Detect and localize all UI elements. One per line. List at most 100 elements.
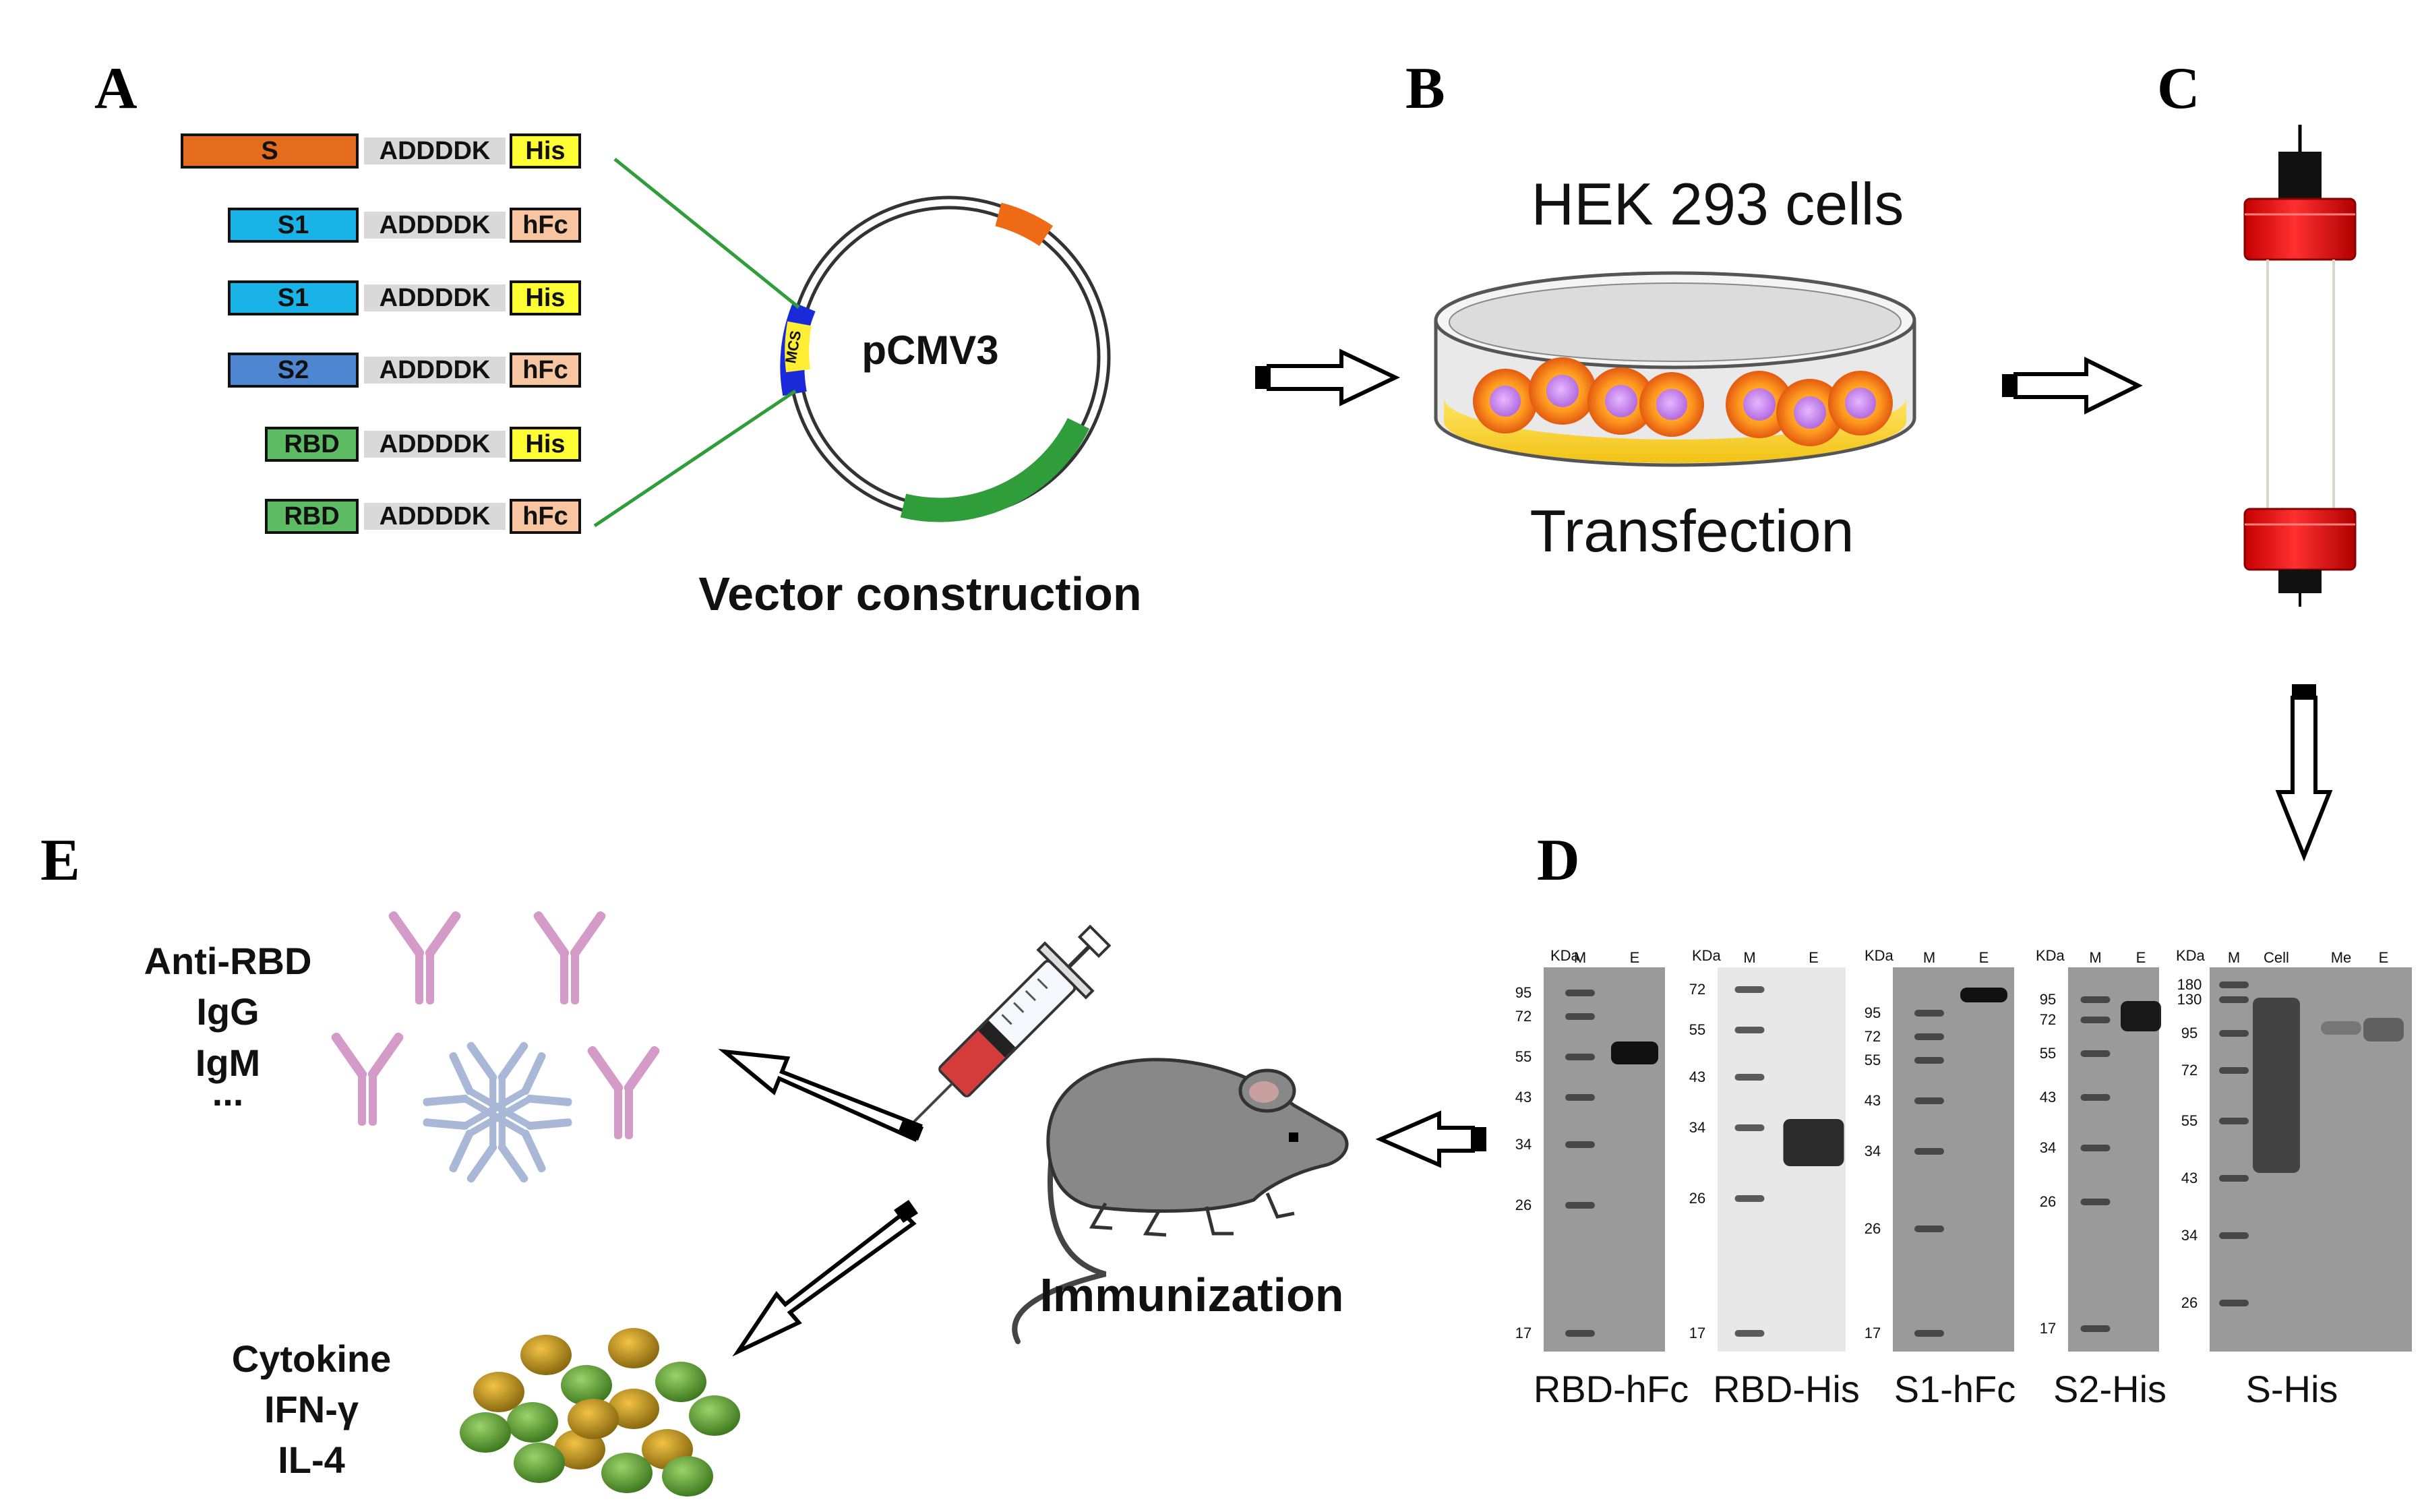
cytokine-bead: [601, 1453, 653, 1493]
lane-label: Cell: [2264, 949, 2289, 966]
lane-label: E: [2379, 949, 2389, 966]
lane-label: E: [1809, 949, 1819, 966]
kda-label: KDa: [2176, 947, 2206, 964]
protein-band: [2363, 1018, 2404, 1041]
cytokine-bead: [561, 1365, 612, 1405]
antigen-segment: [228, 280, 359, 315]
tag-label: His: [525, 137, 565, 165]
marker-label: 17: [1689, 1325, 1705, 1341]
ladder-band: [1914, 1226, 1944, 1232]
marker-label: 26: [1865, 1220, 1881, 1237]
antigen-segment: [181, 133, 359, 169]
blot-caption: S2-His: [2053, 1368, 2167, 1410]
blot-caption: S1-hFc: [1894, 1368, 2016, 1410]
marker-label: 55: [2040, 1045, 2056, 1062]
linker-segment: [364, 357, 506, 384]
ladder-band: [1565, 1202, 1595, 1209]
culture-dish: [1434, 271, 1916, 467]
arrow-c-to-d: [2275, 684, 2333, 862]
linker-label: ADDDDK: [380, 137, 491, 165]
arrow-d-to-mouse: [1375, 1110, 1486, 1168]
purification-column: [2243, 125, 2357, 607]
marker-label: 72: [1865, 1028, 1881, 1045]
antigen-label: S1: [278, 284, 309, 312]
marker-label: 72: [1515, 1008, 1532, 1025]
ladder-band: [1914, 1010, 1944, 1017]
marker-label: 43: [2040, 1089, 2056, 1106]
marker-label: 34: [2181, 1227, 2198, 1244]
plasmid-insert-segment: [995, 202, 1054, 247]
antigen-segment: [228, 208, 359, 243]
tag-segment: [510, 353, 581, 388]
ladder-band: [2080, 1050, 2111, 1057]
tag-label: His: [525, 430, 565, 458]
cytokine-bead: [662, 1456, 713, 1496]
ladder-band: [1565, 1013, 1595, 1020]
blot-caption: S-His: [2246, 1368, 2338, 1410]
marker-label: 72: [2181, 1062, 2198, 1079]
cytokine-beads: [460, 1328, 740, 1496]
syringe-icon: [913, 924, 1112, 1123]
plasmid-resistance-segment: [900, 417, 1090, 522]
plasmid-mcs: [785, 321, 812, 373]
lane-label: M: [2228, 949, 2240, 966]
marker-label: 130: [2177, 991, 2202, 1008]
ladder-band: [1914, 1057, 1944, 1064]
blot-membrane: [1893, 967, 2014, 1352]
tag-segment: [510, 208, 581, 243]
tag-segment: [510, 499, 581, 534]
protein-band: [2253, 998, 2300, 1173]
antibody-label: ...: [212, 1071, 244, 1114]
marker-label: 95: [1515, 984, 1532, 1001]
cell-nucleus: [1489, 385, 1521, 417]
arrow-to-cytokines: [732, 1200, 918, 1357]
tag-segment: [510, 427, 581, 462]
ladder-band: [2080, 1094, 2111, 1101]
cytokine-label: IL-4: [278, 1439, 345, 1481]
marker-label: 34: [2040, 1139, 2056, 1156]
ladder-band: [1734, 1124, 1765, 1131]
cytokine-bead: [689, 1395, 740, 1436]
blot-caption: RBD-His: [1713, 1368, 1860, 1410]
lane-label: Me: [2331, 949, 2352, 966]
marker-label: 95: [2040, 991, 2056, 1008]
ladder-band: [2219, 1118, 2249, 1124]
antigen-label: S: [261, 137, 278, 165]
tag-label: hFc: [522, 211, 568, 239]
cytokine-bead: [608, 1328, 659, 1368]
ladder-band: [1734, 1330, 1765, 1337]
ladder-band: [2219, 996, 2249, 1003]
ladder-band: [2080, 1325, 2111, 1332]
cell-nucleus: [1743, 388, 1776, 421]
marker-label: 26: [1515, 1197, 1532, 1213]
construct-row: S ADDDDK His: [181, 133, 581, 169]
cell-nucleus: [1794, 396, 1826, 429]
linker-segment: [364, 431, 506, 458]
marker-label: 43: [1865, 1092, 1881, 1109]
arrow-a-to-b: [1255, 349, 1400, 406]
ladder-band: [1734, 1074, 1765, 1081]
cell-nucleus: [1546, 375, 1579, 407]
marker-label: 26: [2040, 1193, 2056, 1210]
cytokine-label: Cytokine: [232, 1337, 392, 1380]
ladder-band: [1565, 990, 1595, 996]
kda-label: KDa: [1550, 947, 1580, 964]
antigen-label: RBD: [284, 502, 339, 531]
antibody-icons: [331, 911, 660, 1183]
marker-label: 95: [1865, 1004, 1881, 1021]
panel-label-b: B: [1405, 56, 1445, 121]
cytokine-bead: [514, 1443, 565, 1483]
marker-label: 17: [1865, 1325, 1881, 1341]
lane-label: E: [1979, 949, 1989, 966]
antibody-icon: [587, 1046, 660, 1139]
cytokine-bead: [655, 1362, 706, 1402]
tag-segment: [510, 133, 581, 169]
